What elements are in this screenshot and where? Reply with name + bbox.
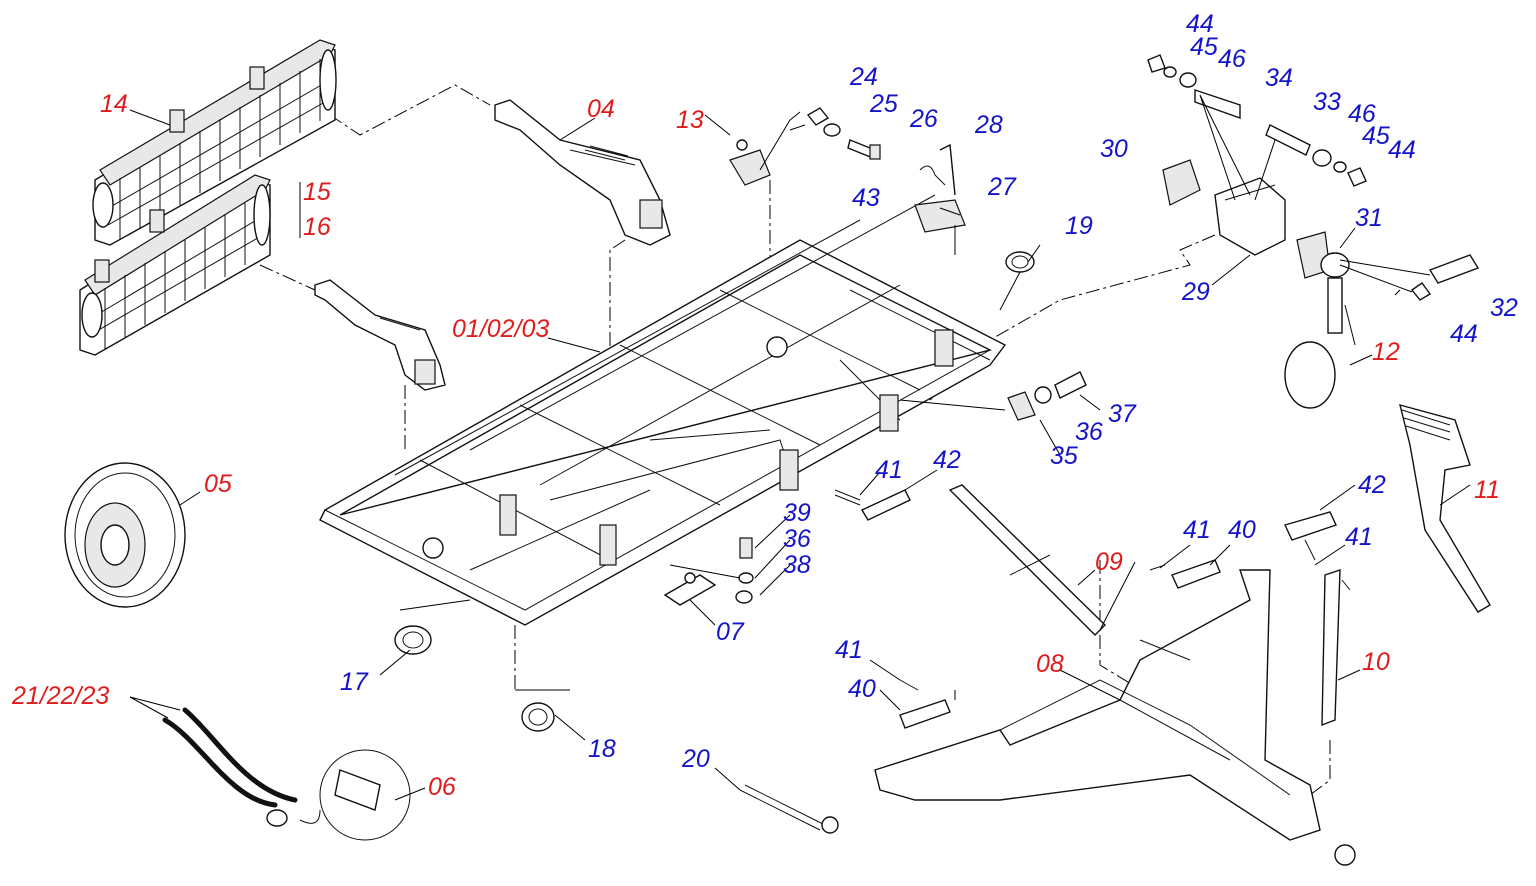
label-42-right: 42 [1358,471,1386,499]
bolt-set-33-44 [1265,124,1367,187]
clamp-18 [521,702,555,732]
label-40-mid: 40 [1228,516,1256,544]
roller-14 [92,39,337,246]
hoses-21-23 [162,707,298,827]
label-27: 27 [987,173,1017,201]
label-26: 26 [909,105,938,133]
label-19: 19 [1065,212,1093,240]
parts-27-28-43 [914,143,966,233]
tine-11 [1399,404,1491,613]
label-46-right: 46 [1348,100,1376,128]
rod-10 [1321,569,1351,727]
label-32: 32 [1490,294,1518,322]
main-frame [319,194,1007,626]
label-46-top: 46 [1218,45,1246,73]
label-35: 35 [1050,442,1078,470]
wheel-05 [64,462,186,608]
bracket-13 [729,139,771,186]
pins-40-42 [1149,511,1337,589]
roller-15-16 [79,174,271,356]
label-13: 13 [676,106,704,134]
label-09: 09 [1095,548,1123,576]
rod-09 [948,484,1106,636]
label-24: 24 [849,63,878,91]
label-28: 28 [974,111,1003,139]
label-01-02-03: 01/02/03 [452,315,549,343]
label-06: 06 [428,773,456,801]
clamp-17 [394,625,432,655]
disc-12-31 [1284,231,1356,409]
label-41-mid: 41 [1183,516,1211,544]
arm-lower [314,279,446,391]
clamp-19 [1005,251,1035,273]
label-43: 43 [852,184,880,212]
label-14: 14 [100,90,128,118]
bolt-set-34-44 [1147,54,1241,119]
label-12: 12 [1372,338,1400,366]
part-labels: 14 15 16 04 13 01/02/03 05 12 11 09 08 1… [11,10,1518,801]
label-31: 31 [1355,204,1383,232]
label-21-22-23: 21/22/23 [11,682,109,710]
label-04: 04 [587,95,615,123]
label-41-upper: 41 [875,456,903,484]
label-45-top: 45 [1190,33,1218,61]
label-25: 25 [869,90,898,118]
label-20: 20 [681,745,710,773]
label-29: 29 [1181,278,1210,306]
label-10: 10 [1362,648,1390,676]
coupler-06 [299,749,411,841]
hydraulic-07 [663,572,717,606]
label-39: 39 [783,499,811,527]
label-44-right: 44 [1388,136,1416,164]
hitch-frame-08 [874,569,1356,866]
bolt-set-24-26 [806,107,881,160]
label-38: 38 [783,551,811,579]
label-16: 16 [303,213,331,241]
bolt-36-39 [735,537,754,604]
parts-35-37 [1007,371,1087,421]
label-15: 15 [303,178,331,206]
label-42-upper: 42 [933,446,961,474]
label-37: 37 [1108,400,1137,428]
label-44-top: 44 [1186,10,1214,38]
label-41-right: 41 [1345,523,1373,551]
label-07: 07 [716,618,745,646]
label-08: 08 [1036,650,1064,678]
label-30: 30 [1100,135,1128,163]
label-05: 05 [204,470,232,498]
label-45-right: 45 [1362,122,1390,150]
label-36-upper: 36 [1075,418,1103,446]
label-36-lower: 36 [783,525,811,553]
label-18: 18 [588,735,616,763]
chain-20 [739,784,839,834]
label-33: 33 [1313,88,1341,116]
label-11: 11 [1474,476,1500,504]
label-44-bottom: 44 [1450,320,1478,348]
leader-lines [129,94,1471,801]
pins-40-41-lower [899,679,951,729]
label-17: 17 [340,668,369,696]
label-41-lower: 41 [835,636,863,664]
bracket-29-30 [1162,159,1286,256]
arm-04 [494,99,671,246]
label-34: 34 [1265,64,1293,92]
bolt-32 [1410,254,1480,301]
label-40-lower: 40 [848,675,876,703]
pin-41-42-upper [834,489,911,521]
